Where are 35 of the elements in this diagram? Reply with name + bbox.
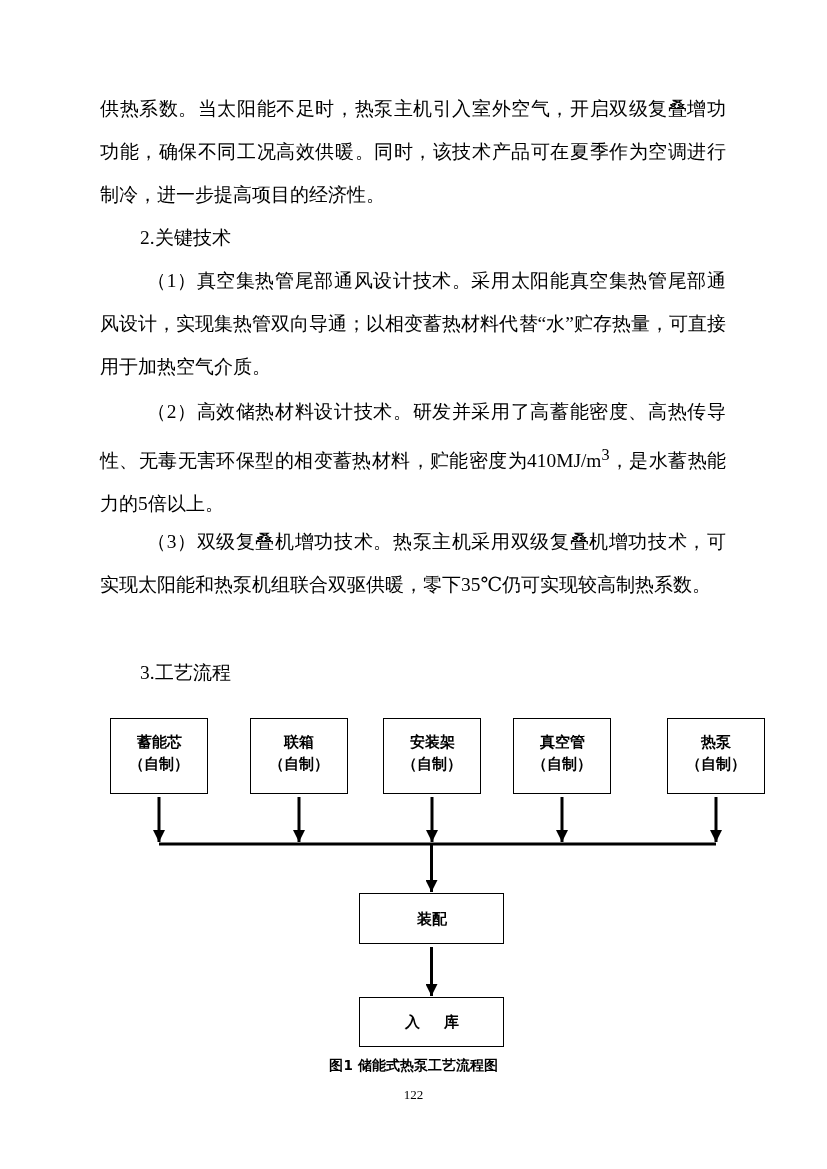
bus-line: [159, 842, 716, 846]
process-box: [250, 718, 348, 794]
process-box: [359, 997, 504, 1047]
figure-caption: 图1 储能式热泵工艺流程图: [328, 1057, 499, 1075]
arrow: [153, 797, 165, 842]
page-number: 122: [402, 1087, 425, 1103]
arrow: [425, 947, 438, 996]
process-box: [513, 718, 611, 794]
section-heading: 3.工艺流程: [139, 661, 232, 685]
box-sublabel: （自制）: [532, 754, 592, 775]
arrow: [426, 797, 438, 842]
process-box: [359, 893, 504, 944]
process-box: [667, 718, 765, 794]
arrow: [710, 797, 722, 842]
process-box: [383, 718, 481, 794]
box-label: 装配: [416, 908, 447, 930]
arrow: [556, 797, 568, 842]
process-box: [110, 718, 208, 794]
box-sublabel: （自制）: [402, 754, 462, 775]
paragraph: （2）高效储热材料设计技术。研发并采用了高蓄能密度、高热传导性、无毒无害环保型的相变蓄热材料，贮能密度为410MJ/m$^{3}$，是水蓄热能力的5倍以上。: [100, 400, 726, 517]
paragraph: 供热系数。当太阳能不足时，热泵主机引入室外空气，开启双级复叠增功功能，确保不同工况高效供暖。同时，该技术产品可在夏季作为空调进行制冷，进一步提高项目的经济性。: [100, 97, 726, 207]
section-heading: 2.关键技术: [139, 226, 232, 250]
arrow: [293, 797, 305, 842]
box-label: 入库: [404, 1012, 483, 1033]
box-label: 热泵: [701, 732, 731, 753]
box-label: 联箱: [284, 732, 314, 753]
box-label: 安装架: [409, 732, 455, 753]
paragraph: （3）双级复叠机增功技术。热泵主机采用双级复叠机增功技术，可实现太阳能和热泵机组联合双驱供暖，零下35℃仍可实现较高制热系数。: [100, 530, 726, 597]
paragraph: （1）真空集热管尾部通风设计技术。采用太阳能真空集热管尾部通风设计，实现集热管双向导通；以相变蓄热材料代替“水”贮存热量，可直接用于加热空气介质。: [100, 269, 726, 379]
box-sublabel: （自制）: [269, 754, 329, 775]
box-label: 蓄能芯: [136, 732, 182, 753]
box-sublabel: （自制）: [686, 754, 746, 775]
box-label: 真空管: [539, 732, 585, 753]
box-sublabel: （自制）: [129, 754, 189, 775]
arrow: [425, 845, 438, 892]
